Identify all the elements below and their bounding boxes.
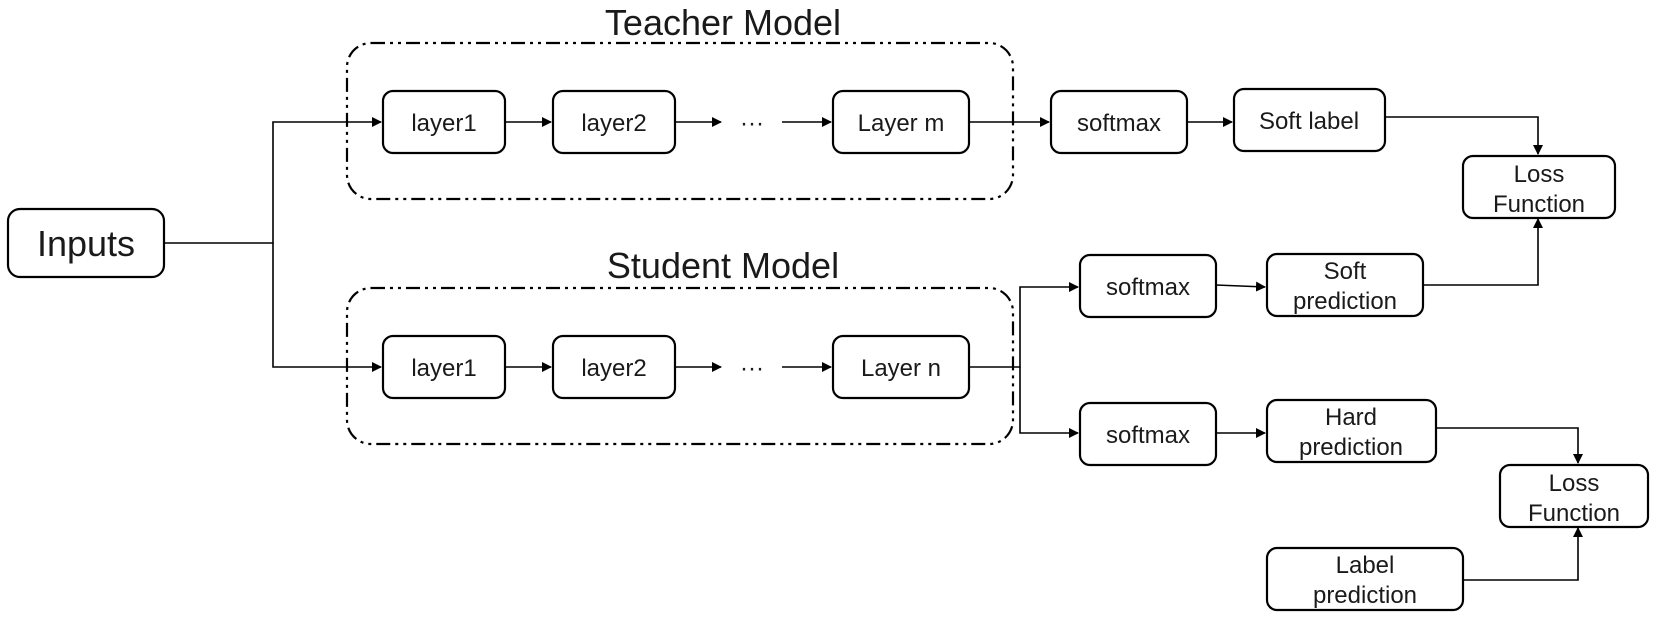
teacher-layer2-box: [551, 89, 677, 155]
hard-prediction-to-loss-bottom: [1405, 427, 1583, 464]
softlabel-to-loss-top: [1385, 116, 1543, 155]
student-layern-branch: [969, 282, 1079, 368]
teacher-ellipsis: ···: [740, 110, 764, 137]
soft-prediction-line1: Soft: [1324, 258, 1367, 285]
student-ellipsis: ···: [740, 355, 764, 382]
teacher-softmax-label: softmax: [1077, 110, 1161, 137]
loss-function-bottom-line2: Function: [1528, 500, 1620, 527]
teacher-layer2-label: layer2: [581, 110, 646, 137]
student-softmax-top-label: softmax: [1106, 274, 1190, 301]
label-prediction-line1: Label: [1336, 552, 1395, 579]
label-prediction-line2: prediction: [1313, 582, 1417, 609]
student-layern-box: [831, 334, 971, 400]
soft-prediction-line2: prediction: [1293, 288, 1397, 315]
loss-function-top-box: [1461, 154, 1617, 220]
teacher-layer1-box: [381, 89, 507, 155]
inputs-to-student-connector: [272, 243, 382, 372]
student-softmax-bottom-box: [1078, 401, 1218, 467]
student-softmax-top-box: [1078, 253, 1218, 319]
soft-label-label: Soft label: [1259, 108, 1359, 135]
hard-prediction-box: [1265, 398, 1438, 464]
student-model-frame: [345, 286, 1015, 446]
loss-function-top-line2: Function: [1493, 191, 1585, 218]
label-prediction-box: [1265, 546, 1465, 612]
loss-function-bottom-box: [1498, 463, 1650, 529]
student-model-title: Student Model: [607, 245, 839, 286]
student-layer1-label: layer1: [411, 355, 476, 382]
hard-prediction-line1: Hard: [1325, 404, 1377, 431]
soft-prediction-box: [1265, 252, 1425, 318]
teacher-layerm-label: Layer m: [858, 110, 945, 137]
teacher-layer1-label: layer1: [411, 110, 476, 137]
hard-prediction-line2: prediction: [1299, 434, 1403, 461]
inputs-connector: [165, 117, 382, 244]
student-layer1-box: [381, 334, 507, 400]
inputs-box: [6, 207, 166, 279]
student-layer2-box: [551, 334, 677, 400]
teacher-layerm-box: [831, 89, 971, 155]
soft-prediction-to-loss-top: [1423, 218, 1543, 286]
student-layer2-label: layer2: [581, 355, 646, 382]
loss-function-bottom-line1: Loss: [1549, 470, 1600, 497]
label-prediction-to-loss-bottom: [1463, 527, 1583, 581]
soft-label-box: [1232, 87, 1387, 153]
inputs-label: Inputs: [37, 223, 135, 264]
teacher-model-title: Teacher Model: [605, 2, 841, 43]
student-softmax-bottom-label: softmax: [1106, 422, 1190, 449]
teacher-softmax-box: [1049, 89, 1189, 155]
student-layern-label: Layer n: [861, 355, 941, 382]
teacher-model-frame: [345, 41, 1015, 201]
loss-function-top-line1: Loss: [1514, 161, 1565, 188]
softmax-to-soft-prediction: [1215, 281, 1266, 292]
student-layern-branch-bottom: [1019, 367, 1079, 438]
